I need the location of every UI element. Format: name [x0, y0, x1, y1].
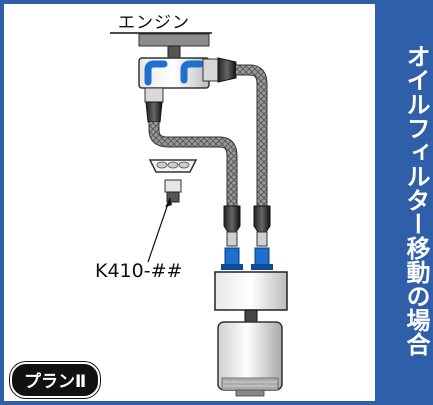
remote-filter-block — [214, 271, 288, 311]
side-title-bar: オイルフィルター移動の場合 — [381, 4, 430, 401]
side-title: オイルフィルター移動の場合 — [402, 44, 430, 356]
hose-collar-left-top — [145, 101, 163, 123]
part-number-label: K410-## — [95, 260, 183, 282]
hose-collar-right-top — [217, 57, 237, 83]
mount-stud — [167, 45, 181, 59]
part-leader-line — [147, 197, 171, 263]
engine-label: エンジン — [118, 13, 190, 33]
hose-end-right-top — [202, 58, 220, 82]
adapter-fitting-left — [144, 60, 168, 86]
plan-badge: プランⅡ — [10, 362, 101, 398]
remote-filter-stud — [244, 309, 258, 323]
engine-mount-plate — [138, 33, 210, 47]
hose-end-left-top — [144, 87, 164, 103]
adapter-fitting-right — [180, 60, 204, 84]
hose-collar-right-bottom — [253, 205, 271, 233]
plug-bolt — [164, 179, 182, 193]
hose-collar-left-bottom — [223, 205, 241, 233]
